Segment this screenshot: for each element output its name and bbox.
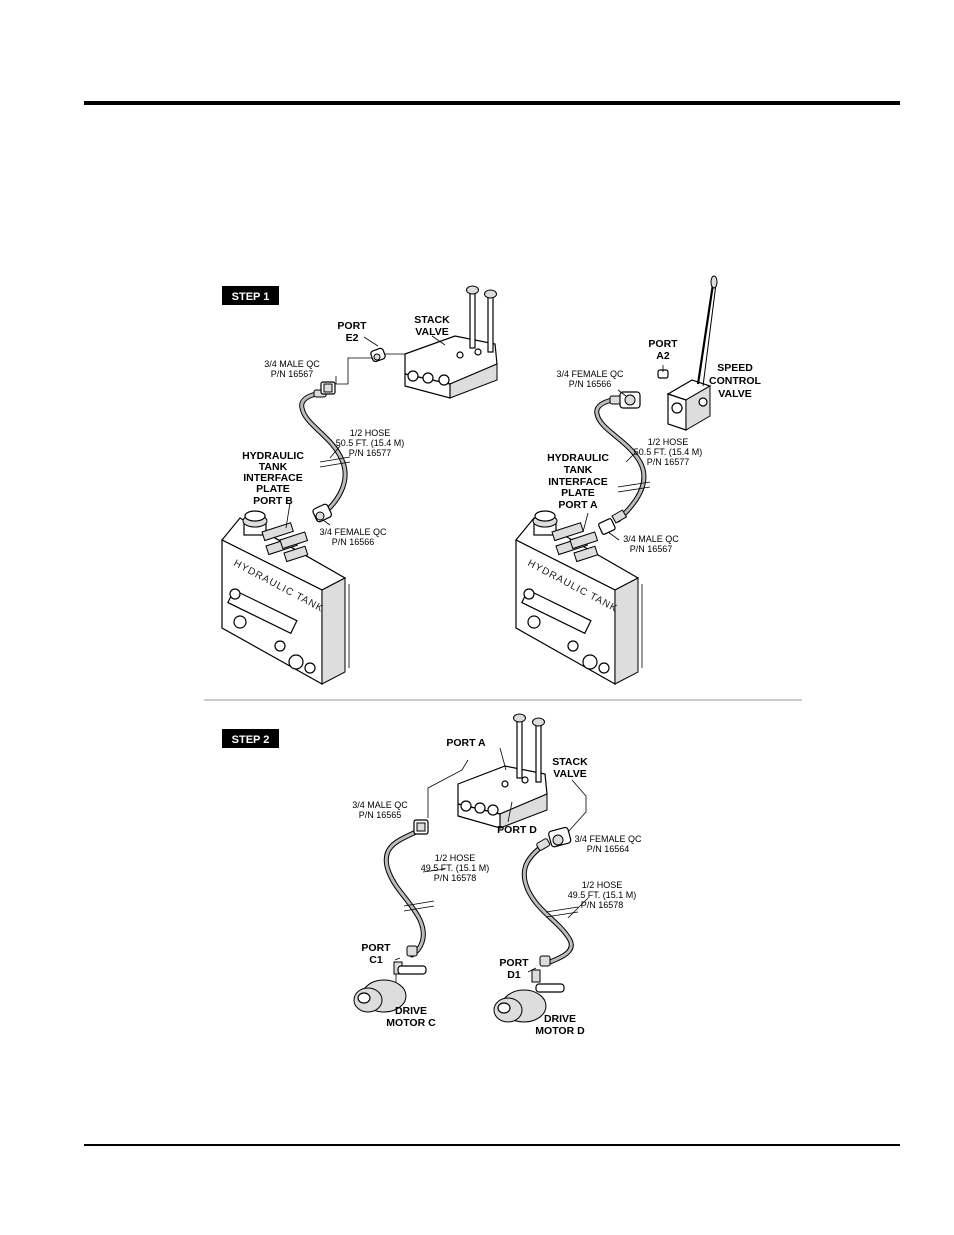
male-qc-step1-left	[320, 381, 336, 395]
label-port-d: PORT D	[497, 824, 537, 836]
step2-assembly: PORT A STACK VALVE PORT D 3/4 MALE QC P/…	[352, 713, 642, 1037]
hydraulic-tank-right: HYDRAULIC TANK	[515, 510, 643, 686]
label-male-qc-2: P/N 16567	[630, 544, 673, 554]
drive-motor-c	[353, 961, 427, 1013]
step2-badge: STEP 2	[222, 729, 279, 748]
label-female-qc-2: P/N 16566	[569, 379, 612, 389]
hose-step2-left	[383, 827, 435, 958]
label-female-qc-2: P/N 16564	[587, 844, 630, 854]
label-female-qc-1: 3/4 FEMALE QC	[319, 527, 387, 537]
label-port-a: PORT A	[446, 737, 486, 749]
label-stack-valve-1: STACK	[414, 314, 450, 326]
label-stack-valve-2: VALVE	[415, 326, 448, 338]
label-port-e2-1: PORT	[337, 320, 367, 332]
label-male-qc-1: 3/4 MALE QC	[352, 800, 408, 810]
label-interface-2: TANK	[564, 464, 593, 476]
step1-left-assembly: HYDRAULIC TANK	[221, 285, 498, 686]
label-male-qc-2: P/N 16567	[271, 369, 314, 379]
label-hose-left-2: 49.5 FT. (15.1 M)	[421, 863, 490, 873]
label-interface-1: HYDRAULIC	[547, 452, 609, 464]
label-speed-valve-1: SPEED	[717, 362, 753, 374]
female-qc-step1-left	[312, 503, 333, 523]
label-interface-2: TANK	[259, 461, 288, 473]
label-male-qc-2: P/N 16565	[359, 810, 402, 820]
step1-badge-text: STEP 1	[232, 291, 270, 303]
step2-badge-text: STEP 2	[232, 734, 270, 746]
drive-motor-d	[493, 969, 565, 1023]
label-interface-3: INTERFACE	[243, 472, 303, 484]
label-interface-4: PLATE	[561, 487, 595, 499]
label-female-qc-1: 3/4 FEMALE QC	[556, 369, 624, 379]
label-hose-left-1: 1/2 HOSE	[435, 853, 476, 863]
label-interface-1: HYDRAULIC	[242, 450, 304, 462]
label-hose-right-1: 1/2 HOSE	[582, 880, 623, 890]
label-hose-right-3: P/N 16578	[581, 900, 624, 910]
label-hose-3: P/N 16577	[349, 448, 392, 458]
stack-valve-step1-left	[370, 285, 498, 399]
female-qc-step2	[548, 826, 572, 848]
hose-step1-right	[594, 395, 651, 524]
label-hose-right-2: 49.5 FT. (15.1 M)	[568, 890, 637, 900]
label-female-qc-2: P/N 16566	[332, 537, 375, 547]
label-port-a2-1: PORT	[648, 338, 678, 350]
header-rule	[84, 101, 900, 105]
label-speed-valve-2: CONTROL	[709, 375, 761, 387]
step1-right-assembly: HYDRAULIC TANK	[515, 275, 762, 686]
label-port-d1-2: D1	[507, 969, 521, 981]
label-male-qc-1: 3/4 MALE QC	[623, 534, 679, 544]
label-hose-left-3: P/N 16578	[434, 873, 477, 883]
footer-rule	[84, 1144, 900, 1146]
label-motor-c-1: DRIVE	[395, 1005, 427, 1017]
step1-badge: STEP 1	[222, 286, 279, 305]
hydraulic-tank-left: HYDRAULIC TANK	[221, 510, 350, 686]
label-motor-d-1: DRIVE	[544, 1013, 576, 1025]
label-port-a2-2: A2	[656, 350, 670, 362]
label-port-c1-2: C1	[369, 954, 383, 966]
label-port-e2-2: E2	[346, 332, 359, 344]
label-interface-3: INTERFACE	[548, 476, 608, 488]
label-hose-2: 50.5 FT. (15.4 M)	[336, 438, 405, 448]
stack-valve-step2	[457, 713, 548, 829]
label-interface-5: PORT B	[253, 495, 293, 507]
speed-control-valve	[657, 275, 718, 431]
label-hose-1: 1/2 HOSE	[648, 437, 689, 447]
label-female-qc-1: 3/4 FEMALE QC	[574, 834, 642, 844]
label-interface-4: PLATE	[256, 483, 290, 495]
hose-step1-left	[299, 389, 351, 519]
female-qc-step1-right	[619, 391, 641, 409]
label-motor-d-2: MOTOR D	[535, 1025, 585, 1037]
label-hose-3: P/N 16577	[647, 457, 690, 467]
label-stack-valve-1: STACK	[552, 756, 588, 768]
male-qc-step1-right	[598, 518, 616, 535]
label-port-d1-1: PORT	[499, 957, 529, 969]
label-speed-valve-3: VALVE	[718, 388, 751, 400]
label-port-c1-1: PORT	[361, 942, 391, 954]
label-hose-1: 1/2 HOSE	[350, 428, 391, 438]
label-stack-valve-2: VALVE	[553, 768, 586, 780]
label-male-qc-1: 3/4 MALE QC	[264, 359, 320, 369]
label-interface-5: PORT A	[558, 499, 598, 511]
label-hose-2: 50.5 FT. (15.4 M)	[634, 447, 703, 457]
label-motor-c-2: MOTOR C	[386, 1017, 436, 1029]
hose-step2-right	[521, 838, 579, 967]
male-qc-step2	[413, 819, 429, 835]
